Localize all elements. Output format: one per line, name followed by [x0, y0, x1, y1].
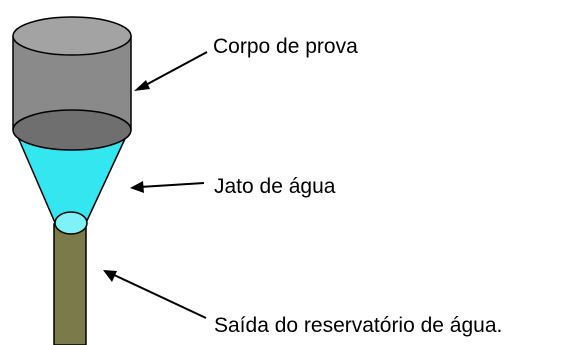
specimen-top-face: [12, 16, 132, 56]
specimen-label: Corpo de prova: [213, 35, 358, 58]
arrow-specimen: [134, 51, 208, 91]
reservoir-outlet-label: Saída do reservatório de água.: [214, 314, 503, 337]
reservoir-outlet-pipe: [53, 223, 87, 345]
water-jet-label: Jato de água: [214, 175, 336, 198]
water-jet-base: [54, 211, 88, 235]
specimen-bottom-face: [12, 109, 132, 151]
arrow-reservoir-outlet: [103, 270, 207, 319]
arrow-water-jet: [130, 181, 205, 193]
